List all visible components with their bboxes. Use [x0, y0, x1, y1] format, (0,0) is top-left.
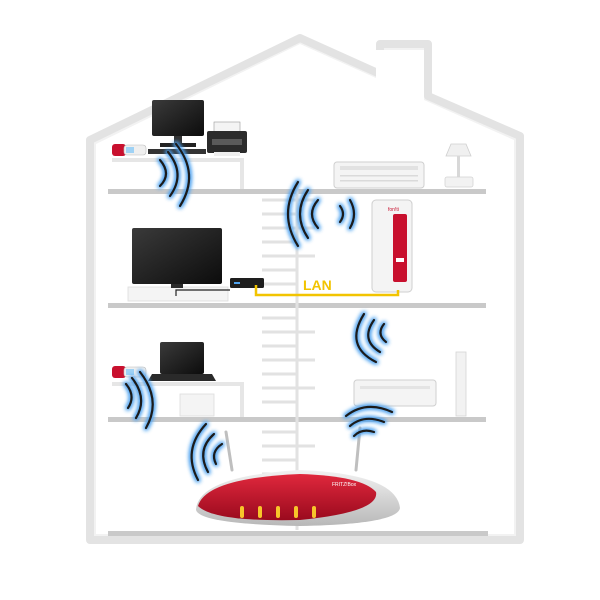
router-leds — [240, 506, 316, 518]
tv-icon — [132, 228, 222, 288]
router-brand-label: FRITZ!Box — [332, 482, 357, 488]
dect-phone-icon — [112, 144, 147, 156]
wifi-signals — [124, 142, 394, 482]
wifi-signal-icon — [286, 180, 320, 248]
wifi-signal-icon — [344, 404, 394, 438]
wifi-signal-icon — [354, 312, 388, 364]
wifi-signal-icon — [158, 142, 192, 208]
wifi-signal-icon — [189, 422, 224, 482]
lan-label: LAN — [303, 277, 332, 293]
wifi-signal-icon — [124, 370, 155, 430]
printer-icon — [207, 121, 247, 156]
wifi-signal-icon — [338, 198, 356, 230]
wifi-repeater-icon: fon!ti — [371, 199, 413, 293]
tv-stand — [127, 286, 229, 302]
repeater-brand-label: fon!ti — [388, 207, 399, 213]
router-icon: FRITZ!Box — [196, 426, 400, 526]
desk-lower-floor — [112, 382, 244, 417]
table-lamp-icon — [444, 143, 474, 188]
lan-cable — [254, 285, 400, 297]
radiator-icon — [353, 351, 467, 417]
ac-unit-icon — [333, 161, 425, 189]
ground-floor — [108, 531, 488, 536]
desk-top-floor — [112, 158, 244, 189]
laptop-icon — [148, 342, 216, 381]
